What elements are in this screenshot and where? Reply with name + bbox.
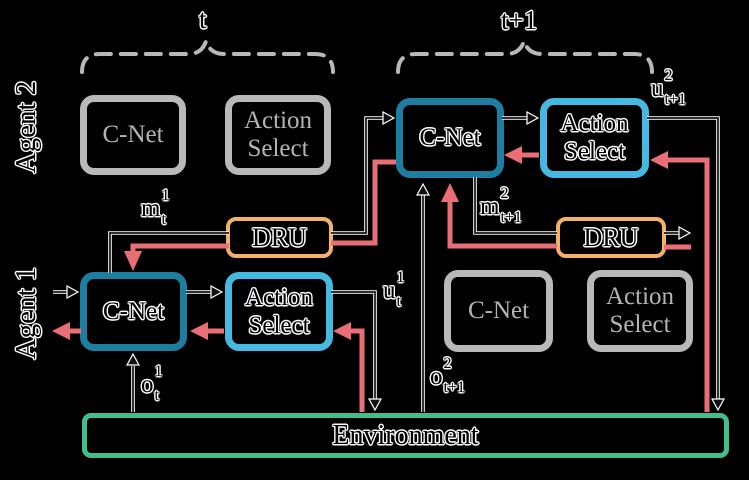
time-brace-t1	[396, 34, 654, 74]
dru-box-t: DRU	[226, 217, 333, 258]
wire-prev-step-into-cnet-t	[53, 284, 80, 300]
label-m-t-1: m 1 t	[141, 187, 170, 228]
gradient-dru-t-to-cnet-t	[124, 243, 229, 271]
gradient-action-select-t1-to-cnet-t1	[504, 146, 539, 164]
environment-box: Environment	[82, 413, 729, 458]
action-select-label: Action Select	[560, 110, 629, 165]
gradient-action-select-t-to-cnet-t	[190, 322, 224, 340]
cnet-label: C-Net	[467, 297, 530, 324]
wire-o1-env-to-cnet	[125, 352, 141, 412]
label-o-t1-2: o 2 t+1	[430, 355, 465, 396]
cnet-label: C-Net	[419, 124, 481, 151]
action-select-box-agent1-t: Action Select	[225, 272, 333, 351]
dru-box-t1: DRU	[556, 217, 666, 258]
wire-u1-action-select-to-env	[331, 290, 383, 412]
label-m-t1-2: m 2 t+1	[480, 185, 522, 226]
wire-dru-t-to-cnet-t1	[331, 110, 396, 235]
cnet-box-agent2-t: C-Net	[80, 95, 186, 175]
action-select-box-agent2-t1: Action Select	[540, 98, 649, 178]
label-o-t-1: o 1 t	[141, 363, 163, 404]
wire-cnet-t-to-action-select-t	[186, 284, 224, 300]
wire-m1-cnet-to-dru	[108, 231, 229, 273]
time-label-t1: t+1	[501, 5, 538, 35]
cnet-box-agent1-t1: C-Net	[444, 270, 553, 352]
cnet-box-agent1-t: C-Net	[80, 272, 187, 351]
time-label-t: t	[199, 4, 207, 34]
wire-cnet-t1-to-action-select-t1	[502, 110, 540, 126]
action-select-box-agent1-t1: Action Select	[587, 270, 693, 352]
gradient-env-to-action-select-t	[333, 322, 365, 412]
agent1-label: Agent 1	[10, 266, 42, 360]
cnet-label: C-Net	[102, 121, 164, 148]
wire-o2-env-to-cnet	[415, 182, 431, 412]
environment-label: Environment	[332, 419, 479, 451]
label-u-t-1: u 1 t	[383, 269, 405, 310]
dru-label: DRU	[583, 222, 639, 252]
dru-label: DRU	[252, 222, 307, 252]
wire-u2-action-select-to-env	[647, 116, 726, 412]
action-select-box-agent2-t: Action Select	[225, 95, 331, 175]
agent2-label: Agent 2	[10, 80, 42, 174]
action-select-label: Action Select	[243, 107, 313, 162]
gradient-cnet-t-to-prev-step	[52, 322, 81, 340]
action-select-label: Action Select	[605, 283, 675, 338]
cnet-box-agent2-t1: C-Net	[396, 98, 504, 178]
action-select-label: Action Select	[244, 283, 314, 339]
cnet-label: C-Net	[102, 297, 165, 325]
time-brace-t	[80, 34, 335, 74]
gradient-cnet-t1-to-dru-t	[331, 159, 396, 246]
label-u-t1-2: u 2 t+1	[651, 67, 686, 108]
wire-dru-t1-output	[664, 225, 692, 241]
